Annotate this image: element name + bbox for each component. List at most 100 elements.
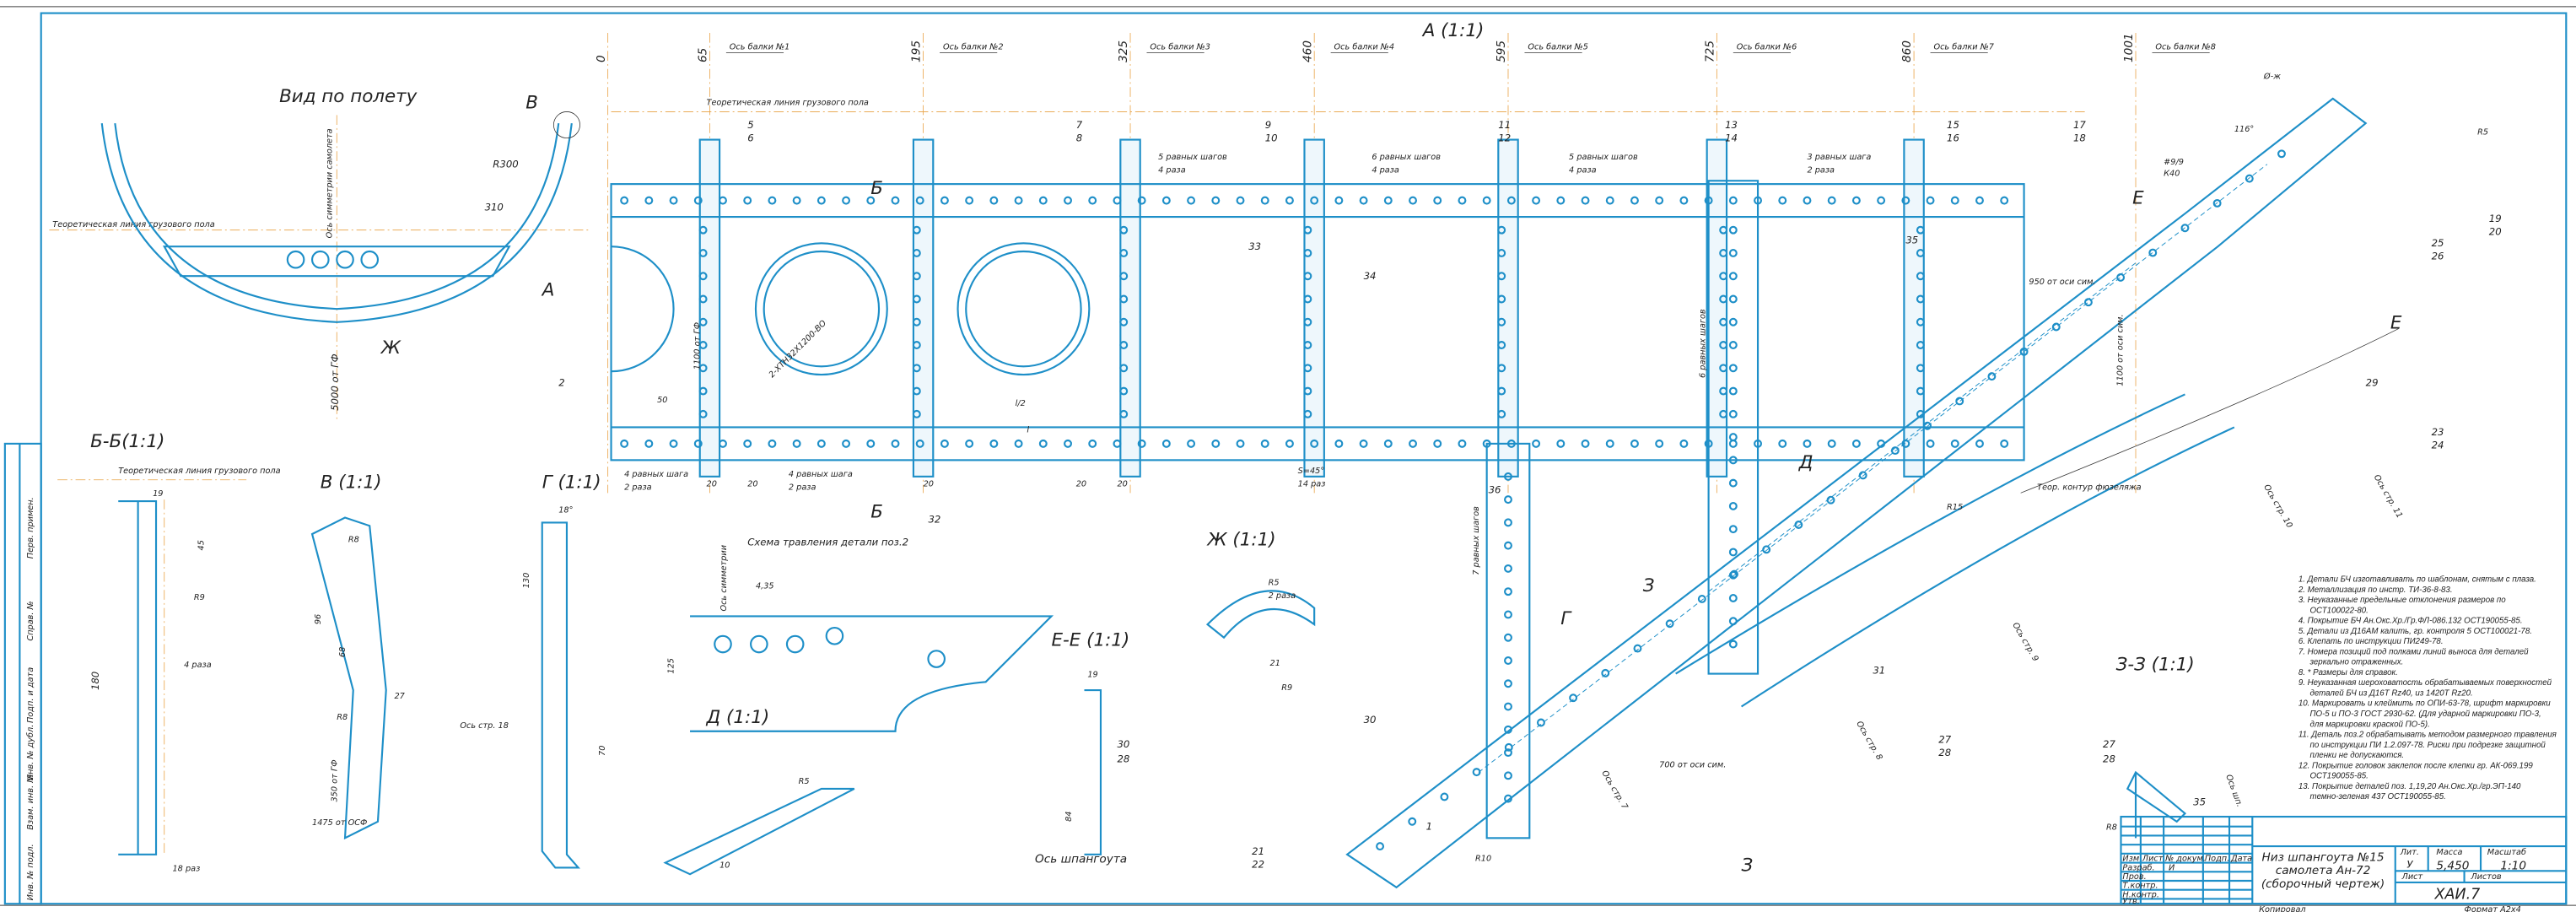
dim: 310 [485, 201, 504, 213]
dim: 28 [2103, 753, 2115, 765]
rivet-hole [1458, 439, 1467, 448]
position-number: 15 [1947, 119, 1959, 131]
rivet-hole [912, 248, 921, 257]
position-number: 22 [1252, 858, 1264, 870]
rivet-hole [1916, 317, 1925, 326]
position-number: 20 [2489, 226, 2502, 238]
rivet-hole [693, 196, 703, 205]
dim: l [1027, 425, 1029, 434]
rivet-hole [1916, 294, 1925, 304]
rivet-hole [1334, 439, 1344, 448]
rivet-hole [912, 294, 921, 304]
position-number: 23 [2432, 426, 2444, 438]
pitch-label: 4 равных шага [624, 470, 688, 479]
side-strip: Перв. примен. Справ. № Подп. и дата Инв.… [3, 442, 42, 905]
rivet-hole [1655, 196, 1664, 205]
rivet-hole [1119, 272, 1129, 281]
rivet-hole [1303, 317, 1312, 326]
dim: 20 [924, 480, 934, 489]
rivet-hole [1504, 541, 1512, 550]
rivet-hole [1137, 439, 1146, 448]
axis-position: 460 [1301, 40, 1314, 62]
stringer-axis-label: Ось стр. 9 [2010, 621, 2040, 663]
strip-label: Подп. и дата [26, 667, 35, 723]
etching-title: Схема травления детали поз.2 [747, 537, 908, 548]
rivet-hole [1383, 439, 1393, 448]
front-view: Вид по полету Теоретическая линия грузов… [49, 86, 592, 419]
rivet-hole [1038, 196, 1048, 205]
position-number: 5 [747, 119, 753, 131]
dim: 30 [1117, 738, 1129, 750]
rivet-hole [669, 196, 678, 205]
dim: 700 от оси сим. [1659, 761, 1726, 770]
dim: 4 раза [184, 661, 212, 670]
rivet-hole [698, 225, 708, 235]
rivet-hole [1504, 633, 1512, 642]
dim: 1100 от ГФ [693, 322, 703, 370]
rivet-hole [1497, 294, 1506, 304]
rivet-hole [743, 439, 752, 448]
position-number: 34 [1364, 270, 1377, 282]
rivet-hole [698, 294, 708, 304]
rivet-hole [1536, 718, 1545, 727]
position-number: 10 [1265, 132, 1278, 144]
dim: 1475 от ОСФ [312, 818, 367, 828]
dim: 45 [197, 540, 207, 550]
rivet-hole [1916, 248, 1925, 257]
position-number: 17 [2073, 119, 2086, 131]
title-block-col-header: Дата [2230, 855, 2252, 864]
rivet-hole [912, 341, 921, 349]
rivet-hole [1482, 196, 1491, 205]
rivet-hole [1409, 439, 1417, 448]
title-block-row-label: Т.контр. [2122, 882, 2158, 891]
rivet-hole [1408, 817, 1417, 826]
stringer-axis-label: Ось стр. 8 [1854, 720, 1883, 762]
note: 11. Деталь поз.2 обрабатывать методом ра… [2298, 731, 2557, 761]
axis-position: 725 [1703, 40, 1716, 62]
stiffener [1497, 138, 1519, 478]
section-mark: З [1742, 855, 1754, 876]
rivet-hole [1858, 471, 1867, 480]
rivet-hole [1556, 439, 1566, 448]
rivet-hole [912, 225, 921, 235]
rivet-hole [1433, 196, 1442, 205]
position-number: 1 [1426, 821, 1432, 833]
dim: 2 раза [1269, 591, 1296, 601]
rivet-hole [1504, 518, 1512, 527]
strip-label: Взам. инв. № [26, 774, 35, 830]
section-mark: Б [870, 502, 883, 523]
rivet-hole [1497, 386, 1506, 396]
note: 6. Клепать по инструкции ПИ249-78. [2298, 637, 2444, 646]
position-number: 16 [1947, 132, 1959, 144]
rivet-hole [1014, 439, 1023, 448]
dim: R8 [337, 713, 348, 722]
lit-value: У [2406, 858, 2413, 870]
dim: 1100 от оси сим. [2115, 314, 2125, 386]
rivet-hole [1728, 639, 1738, 649]
mass-value: 5,450 [2436, 859, 2469, 872]
rivet-hole [1916, 341, 1925, 349]
axis-label: Ось балки №1 [730, 41, 790, 51]
dim: 28 [1117, 753, 1129, 765]
rivet-hole [2148, 248, 2158, 257]
detail-v-title: В (1:1) [321, 472, 382, 493]
front-view-title: Вид по полету [279, 86, 418, 107]
rivet-hole [698, 409, 708, 418]
rivet-hole [1728, 456, 1738, 465]
floor-label: Теоретическая линия грузового пола [118, 467, 280, 476]
section-bb-title: Б-Б(1:1) [90, 431, 164, 452]
rivet-hole [1975, 439, 1984, 448]
stringer-axis-label: Ось стр. 11 [2372, 473, 2404, 520]
rivet-hole [1605, 196, 1614, 205]
rivet-hole [1719, 317, 1728, 326]
frame-web-pos2 [610, 183, 2025, 461]
rivet-hole [1260, 196, 1269, 205]
stiffener [1706, 138, 1728, 478]
vertical-post [1707, 180, 1760, 675]
position-number: 25 [2432, 237, 2444, 249]
rivet-hole [698, 317, 708, 326]
rivet-hole [1532, 196, 1541, 205]
rivet-hole [1497, 409, 1506, 418]
rivet-hole [1504, 771, 1512, 780]
title-block-row-label: Разраб. [2122, 862, 2154, 872]
